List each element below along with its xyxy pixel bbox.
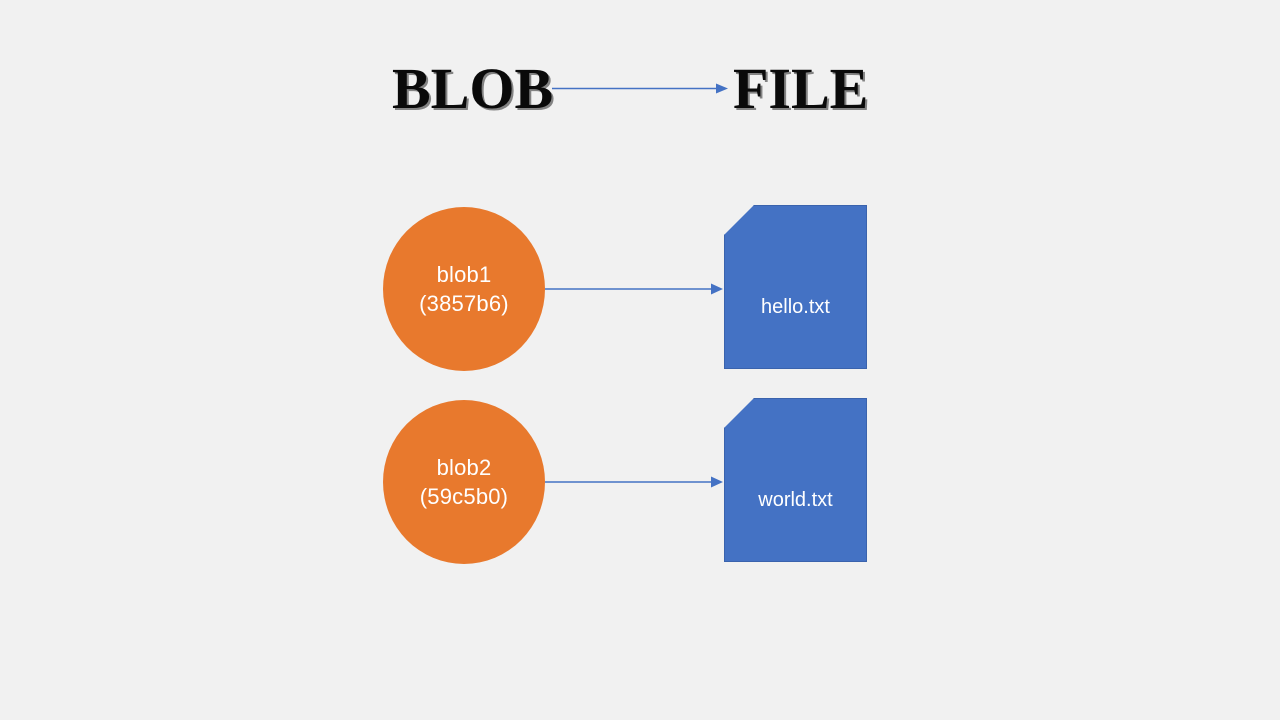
file-node-2[interactable] <box>724 398 867 562</box>
connector-arrow-1 <box>545 283 723 295</box>
blob-node-1-hash: (3857b6) <box>419 291 509 316</box>
blob-node-1[interactable]: blob1 (3857b6) <box>383 207 545 371</box>
blob-node-1-name: blob1 <box>436 261 492 287</box>
header-arrow <box>552 83 728 94</box>
connector-arrow-2 <box>545 476 723 488</box>
header-label-blob: BLOB <box>392 56 554 121</box>
blob-node-2-hash: (59c5b0) <box>419 484 509 509</box>
file-node-1[interactable] <box>724 205 867 369</box>
blob-node-2-name: blob2 <box>436 454 492 480</box>
blob-node-2[interactable]: blob2 (59c5b0) <box>383 400 545 564</box>
header-label-file: FILE <box>733 56 869 121</box>
